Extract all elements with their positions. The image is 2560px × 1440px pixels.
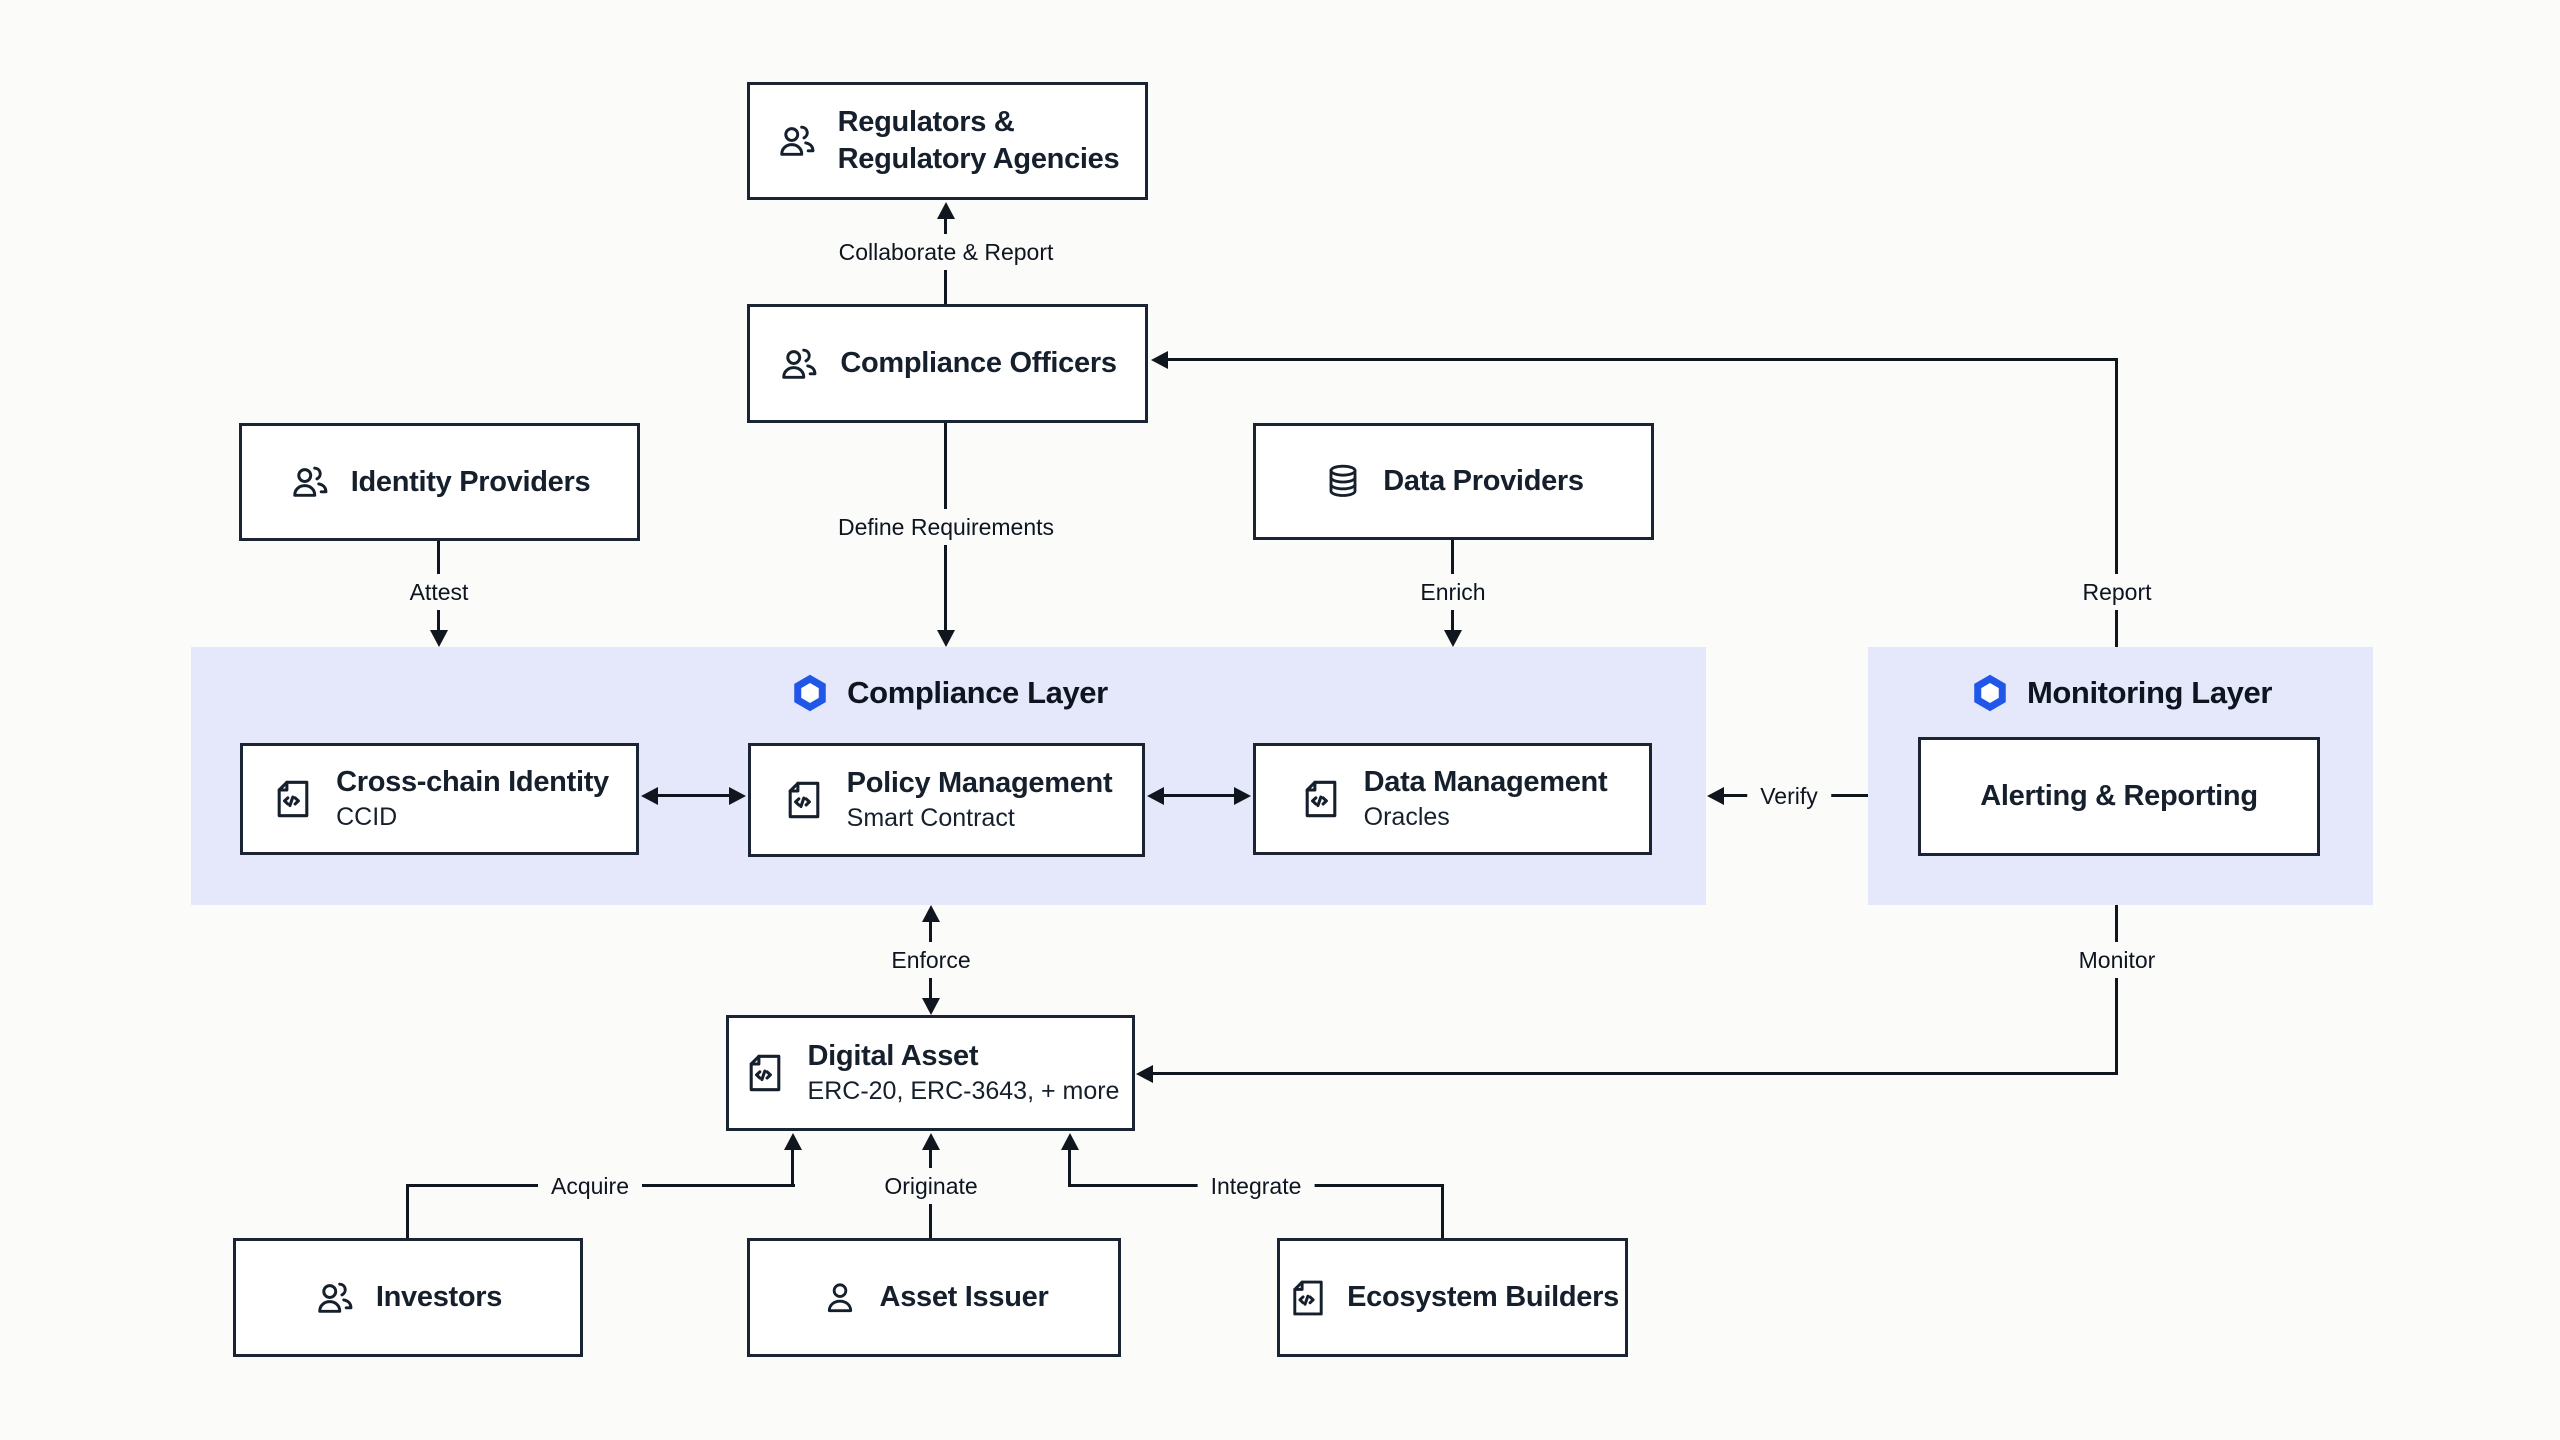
line-segment <box>1166 358 2118 361</box>
line-segment <box>2115 905 2118 1075</box>
compliance-layer-header: Compliance Layer <box>191 672 1706 714</box>
compliance-layer-title: Compliance Layer <box>847 675 1108 710</box>
edge-label-report: Report <box>2069 574 2165 610</box>
edge-label-collaborate-report: Collaborate & Report <box>825 234 1067 270</box>
node-alerting-reporting: Alerting & Reporting <box>1918 737 2320 856</box>
line-segment <box>406 1186 409 1238</box>
node-title: Policy Management <box>846 767 1113 799</box>
arrowhead-up <box>937 202 955 219</box>
arrowhead-left <box>1147 787 1164 805</box>
node-title: Ecosystem Builders <box>1347 1281 1619 1313</box>
arrowhead-left <box>641 787 658 805</box>
node-ecosystem-builders: Ecosystem Builders <box>1277 1238 1628 1357</box>
arrowhead-left <box>1136 1065 1153 1083</box>
node-text: Digital Asset ERC-20, ERC-3643, + more <box>808 1038 1120 1108</box>
node-regulators: Regulators & Regulatory Agencies <box>747 82 1148 200</box>
edge-label-originate: Originate <box>871 1168 991 1204</box>
node-subtitle: ERC-20, ERC-3643, + more <box>807 1077 1120 1105</box>
node-policy-management: Policy Management Smart Contract <box>748 743 1145 857</box>
node-title: Data Management <box>1363 766 1608 798</box>
arrowhead-up <box>922 1133 940 1150</box>
line-segment <box>2115 358 2118 647</box>
edge-label-define-requirements: Define Requirements <box>824 509 1068 545</box>
edge-label-enrich: Enrich <box>1407 574 1499 610</box>
file-code-icon <box>781 777 827 823</box>
node-data-providers: Data Providers <box>1253 423 1654 540</box>
node-title: Regulators & <box>837 106 1015 138</box>
arrowhead-down <box>937 630 955 647</box>
users-icon <box>289 461 331 503</box>
node-text: Regulators & Regulatory Agencies <box>838 104 1120 178</box>
node-asset-issuer: Asset Issuer <box>747 1238 1121 1357</box>
file-code-icon <box>270 776 316 822</box>
file-code-icon <box>1298 776 1344 822</box>
edge-label-integrate: Integrate <box>1197 1168 1315 1204</box>
node-identity-providers: Identity Providers <box>239 423 640 541</box>
line-segment <box>1068 1148 1071 1187</box>
users-icon <box>314 1277 356 1319</box>
chainlink-hexagon-icon <box>1969 672 2011 714</box>
arrowhead-right <box>729 787 746 805</box>
node-title: Data Providers <box>1383 465 1584 497</box>
monitoring-layer-header: Monitoring Layer <box>1868 672 2373 714</box>
edge-label-acquire: Acquire <box>538 1168 642 1204</box>
arrowhead-down <box>922 998 940 1015</box>
arrowhead-left <box>1707 787 1724 805</box>
line-segment <box>1162 794 1236 797</box>
arrowhead-up <box>784 1133 802 1150</box>
file-code-icon <box>1286 1276 1330 1320</box>
node-digital-asset: Digital Asset ERC-20, ERC-3643, + more <box>726 1015 1135 1131</box>
monitoring-layer-title: Monitoring Layer <box>2026 675 2273 710</box>
node-data-management: Data Management Oracles <box>1253 743 1652 855</box>
node-title: Identity Providers <box>350 465 591 498</box>
file-code-icon <box>742 1050 788 1096</box>
node-subtitle: Smart Contract <box>846 804 1015 832</box>
node-title: Cross-chain Identity <box>336 766 609 798</box>
line-segment <box>1151 1072 2118 1075</box>
node-subtitle: Oracles <box>1363 803 1450 831</box>
arrowhead-right <box>1234 787 1251 805</box>
user-icon <box>820 1278 860 1318</box>
node-title: Digital Asset <box>807 1040 979 1072</box>
arrowhead-down <box>430 630 448 647</box>
node-text: Cross-chain Identity CCID <box>336 764 609 834</box>
arrowhead-left <box>1151 351 1168 369</box>
node-compliance-officers: Compliance Officers <box>747 304 1148 423</box>
arrowhead-up <box>1061 1133 1079 1150</box>
node-cross-chain-identity: Cross-chain Identity CCID <box>240 743 639 855</box>
node-title: Regulatory Agencies <box>837 143 1120 175</box>
line-segment <box>656 794 731 797</box>
users-icon <box>778 343 820 385</box>
node-title: Alerting & Reporting <box>1980 780 2258 812</box>
node-subtitle: CCID <box>336 803 398 831</box>
line-segment <box>1441 1186 1444 1238</box>
node-text: Policy Management Smart Contract <box>847 765 1113 835</box>
node-title: Compliance Officers <box>840 347 1117 379</box>
edge-label-monitor: Monitor <box>2065 942 2169 978</box>
node-title: Investors <box>375 1281 503 1313</box>
edge-label-enforce: Enforce <box>878 942 984 978</box>
node-investors: Investors <box>233 1238 583 1357</box>
edge-label-attest: Attest <box>396 574 482 610</box>
node-title: Asset Issuer <box>879 1281 1049 1313</box>
users-icon <box>776 120 818 162</box>
edge-label-verify: Verify <box>1747 778 1831 814</box>
database-icon <box>1323 462 1363 502</box>
arrowhead-down <box>1444 630 1462 647</box>
node-text: Data Management Oracles <box>1364 764 1608 834</box>
chainlink-hexagon-icon <box>789 672 831 714</box>
line-segment <box>791 1148 794 1187</box>
arrowhead-up <box>922 905 940 922</box>
